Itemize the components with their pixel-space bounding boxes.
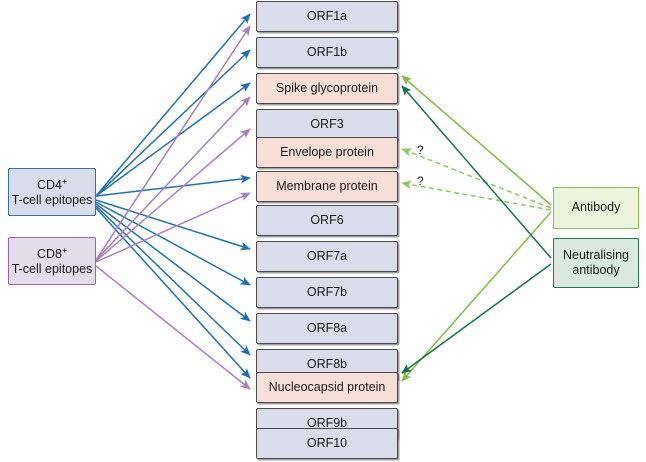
node-gene-orf7b[interactable]: ORF7b xyxy=(256,277,398,308)
edge-neutralising-nucleocapsid xyxy=(401,263,552,374)
node-neutralising-antibody[interactable]: Neutralising antibody xyxy=(553,238,639,288)
gene-label-orf9b: ORF9b xyxy=(306,415,348,430)
gene-label-orf10: ORF10 xyxy=(306,435,348,450)
edge-cd8-membrane xyxy=(95,192,251,263)
cd4-superscript: + xyxy=(62,175,67,186)
node-gene-orf7a[interactable]: ORF7a xyxy=(256,241,398,272)
gene-label-orf6: ORF6 xyxy=(310,212,344,227)
edge-cd8-nucleocapsid xyxy=(95,265,251,390)
gene-label-orf7a: ORF7a xyxy=(306,248,348,263)
node-gene-envelope[interactable]: Envelope protein xyxy=(256,137,398,168)
question-mark-membrane: ? xyxy=(417,174,424,188)
edge-cd4-orf7b xyxy=(95,201,251,286)
cd8-label-line2: T-cell epitopes xyxy=(11,262,93,277)
gene-label-spike: Spike glycoprotein xyxy=(275,80,379,95)
gene-label-envelope: Envelope protein xyxy=(280,144,374,159)
edge-cd8-orf3 xyxy=(95,128,251,262)
gene-label-nucleocapsid: Nucleocapsid protein xyxy=(268,379,386,394)
edge-cd4-orf7a xyxy=(95,199,251,251)
gene-label-orf1a: ORF1a xyxy=(306,8,348,23)
edge-antibody-spike xyxy=(401,75,552,206)
edge-cd4-orf1a xyxy=(95,13,251,197)
cd4-label-line2: T-cell epitopes xyxy=(11,193,93,208)
gene-label-orf7b: ORF7b xyxy=(306,284,348,299)
node-gene-nucleocapsid[interactable]: Nucleocapsid protein xyxy=(256,372,398,403)
node-cd4-t-cell-epitopes[interactable]: CD4+ T-cell epitopes xyxy=(8,168,96,216)
edge-cd4-membrane xyxy=(95,174,251,197)
node-gene-membrane[interactable]: Membrane protein xyxy=(256,171,398,202)
gene-label-orf3: ORF3 xyxy=(310,116,344,131)
node-gene-orf10[interactable]: ORF10 xyxy=(256,428,398,459)
gene-label-orf8a: ORF8a xyxy=(306,320,348,335)
cd4-label: CD4+ T-cell epitopes xyxy=(11,175,93,208)
edge-neutralising-spike xyxy=(401,85,552,259)
edge-antibody-envelope-uncertain xyxy=(401,148,552,209)
edge-cd4-spike xyxy=(95,82,251,197)
node-gene-orf6[interactable]: ORF6 xyxy=(256,205,398,236)
neutralising-antibody-label: Neutralising antibody xyxy=(562,247,629,277)
question-mark-envelope: ? xyxy=(417,143,424,157)
gene-label-orf1b: ORF1b xyxy=(306,44,348,59)
cd8-superscript: + xyxy=(62,244,67,255)
node-gene-spike[interactable]: Spike glycoprotein xyxy=(256,73,398,104)
edge-cd8-orf1a xyxy=(95,25,251,261)
node-gene-orf8a[interactable]: ORF8a xyxy=(256,313,398,344)
gene-label-orf8b: ORF8b xyxy=(306,356,348,371)
neutralising-antibody-label-line2: antibody xyxy=(572,263,620,277)
edge-cd8-spike xyxy=(95,96,251,261)
node-antibody[interactable]: Antibody xyxy=(553,187,639,229)
node-gene-orf1b[interactable]: ORF1b xyxy=(256,37,398,68)
edge-cd4-orf1b xyxy=(95,49,251,197)
antibody-label: Antibody xyxy=(571,200,621,215)
edge-cd4-nucleocapsid xyxy=(95,207,251,379)
gene-label-membrane: Membrane protein xyxy=(276,178,378,193)
node-gene-orf3[interactable]: ORF3 xyxy=(256,109,398,140)
node-cd8-t-cell-epitopes[interactable]: CD8+ T-cell epitopes xyxy=(8,237,96,285)
cd8-label: CD8+ T-cell epitopes xyxy=(11,244,93,277)
edge-cd4-orf8a xyxy=(95,203,251,322)
edge-antibody-membrane-uncertain xyxy=(401,180,552,211)
node-gene-orf1a[interactable]: ORF1a xyxy=(256,1,398,32)
edge-cd4-orf8b xyxy=(95,205,251,356)
edge-antibody-nucleocapsid xyxy=(401,211,552,382)
